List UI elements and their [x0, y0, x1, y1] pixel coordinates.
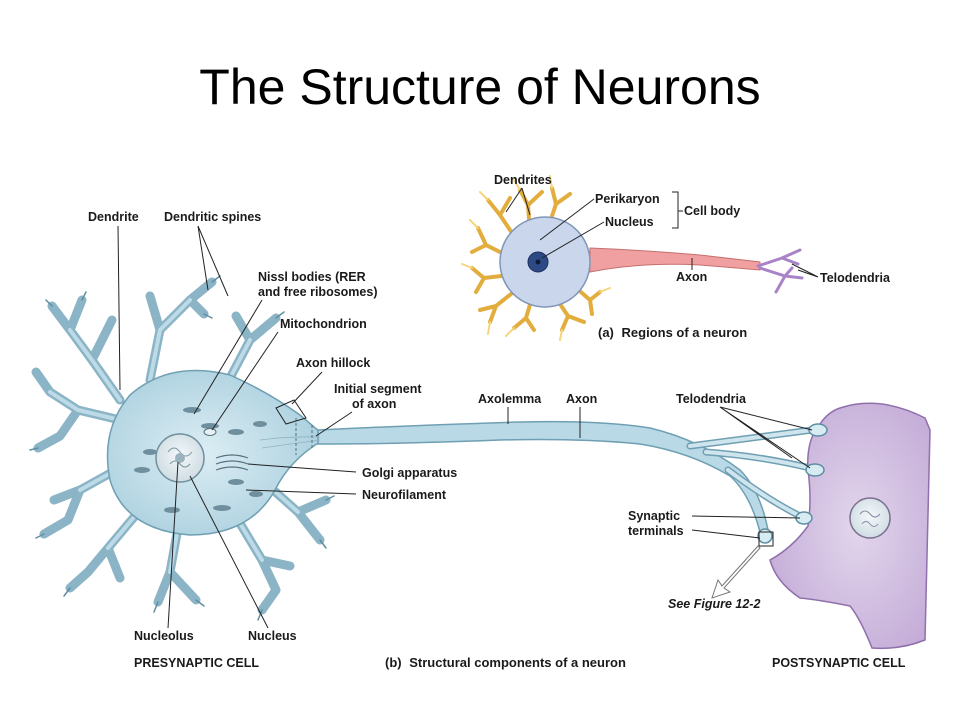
- organelles: [134, 407, 267, 513]
- caption-b-text: Structural components of a neuron: [409, 655, 626, 670]
- presynaptic-cell-body: [106, 369, 321, 536]
- label-nissl-2: and free ribosomes): [258, 285, 377, 299]
- label-telodendria-b: Telodendria: [676, 392, 747, 406]
- label-axon-a: Axon: [676, 270, 707, 284]
- label-synaptic-2: terminals: [628, 524, 684, 538]
- slide-title: The Structure of Neurons: [199, 59, 761, 115]
- panel-a-telodendria: [756, 248, 804, 294]
- label-axon-hillock: Axon hillock: [296, 356, 370, 370]
- label-nucleolus: Nucleolus: [134, 629, 194, 643]
- label-perikaryon: Perikaryon: [595, 192, 660, 206]
- panel-a-axon: [589, 247, 761, 273]
- label-mitochondrion: Mitochondrion: [280, 317, 367, 331]
- see-figure-arrow: [711, 545, 761, 599]
- label-neurofilament: Neurofilament: [362, 488, 447, 502]
- label-synaptic-1: Synaptic: [628, 509, 680, 523]
- golgi-apparatus: [215, 454, 249, 471]
- label-golgi: Golgi apparatus: [362, 466, 457, 480]
- caption-a: (a) Regions of a neuron: [598, 325, 747, 340]
- label-axolemma: Axolemma: [478, 392, 542, 406]
- label-initial-segment-2: of axon: [352, 397, 396, 411]
- caption-a-text: Regions of a neuron: [622, 325, 748, 340]
- panel-b-labels: Dendrite Dendritic spines Nissl bodies (…: [88, 210, 906, 670]
- caption-b-letter: (b): [385, 655, 402, 670]
- label-see-figure: See Figure 12-2: [668, 597, 760, 611]
- label-dendritic-spines: Dendritic spines: [164, 210, 261, 224]
- label-dendrites: Dendrites: [494, 173, 552, 187]
- mitochondrion: [203, 428, 217, 436]
- label-cell-body: Cell body: [684, 204, 740, 218]
- label-telodendria-a: Telodendria: [820, 271, 891, 285]
- label-nucleus-b: Nucleus: [248, 629, 297, 643]
- presynaptic-nucleus: [155, 433, 205, 483]
- postsynaptic-nucleus: [849, 497, 891, 539]
- postsynaptic-cell-body: [769, 402, 931, 650]
- synaptic-terminal-box: [758, 531, 774, 547]
- initial-segment-marks: [295, 418, 313, 455]
- label-nucleus-a: Nucleus: [605, 215, 654, 229]
- label-initial-segment-1: Initial segment: [334, 382, 422, 396]
- caption-b: (b) Structural components of a neuron: [385, 655, 626, 670]
- panel-a-labels: Dendrites Perikaryon Nucleus Cell body A…: [494, 173, 891, 340]
- caption-a-letter: (a): [598, 325, 614, 340]
- neurofilament-lines: [259, 436, 321, 449]
- panel-a-neuron: [461, 175, 804, 341]
- label-nissl-1: Nissl bodies (RER: [258, 270, 366, 284]
- label-postsynaptic: POSTSYNAPTIC CELL: [772, 656, 906, 670]
- label-dendrite: Dendrite: [88, 210, 139, 224]
- dendritic-spines: [29, 275, 335, 621]
- label-axon-b: Axon: [566, 392, 597, 406]
- label-presynaptic: PRESYNAPTIC CELL: [134, 656, 259, 670]
